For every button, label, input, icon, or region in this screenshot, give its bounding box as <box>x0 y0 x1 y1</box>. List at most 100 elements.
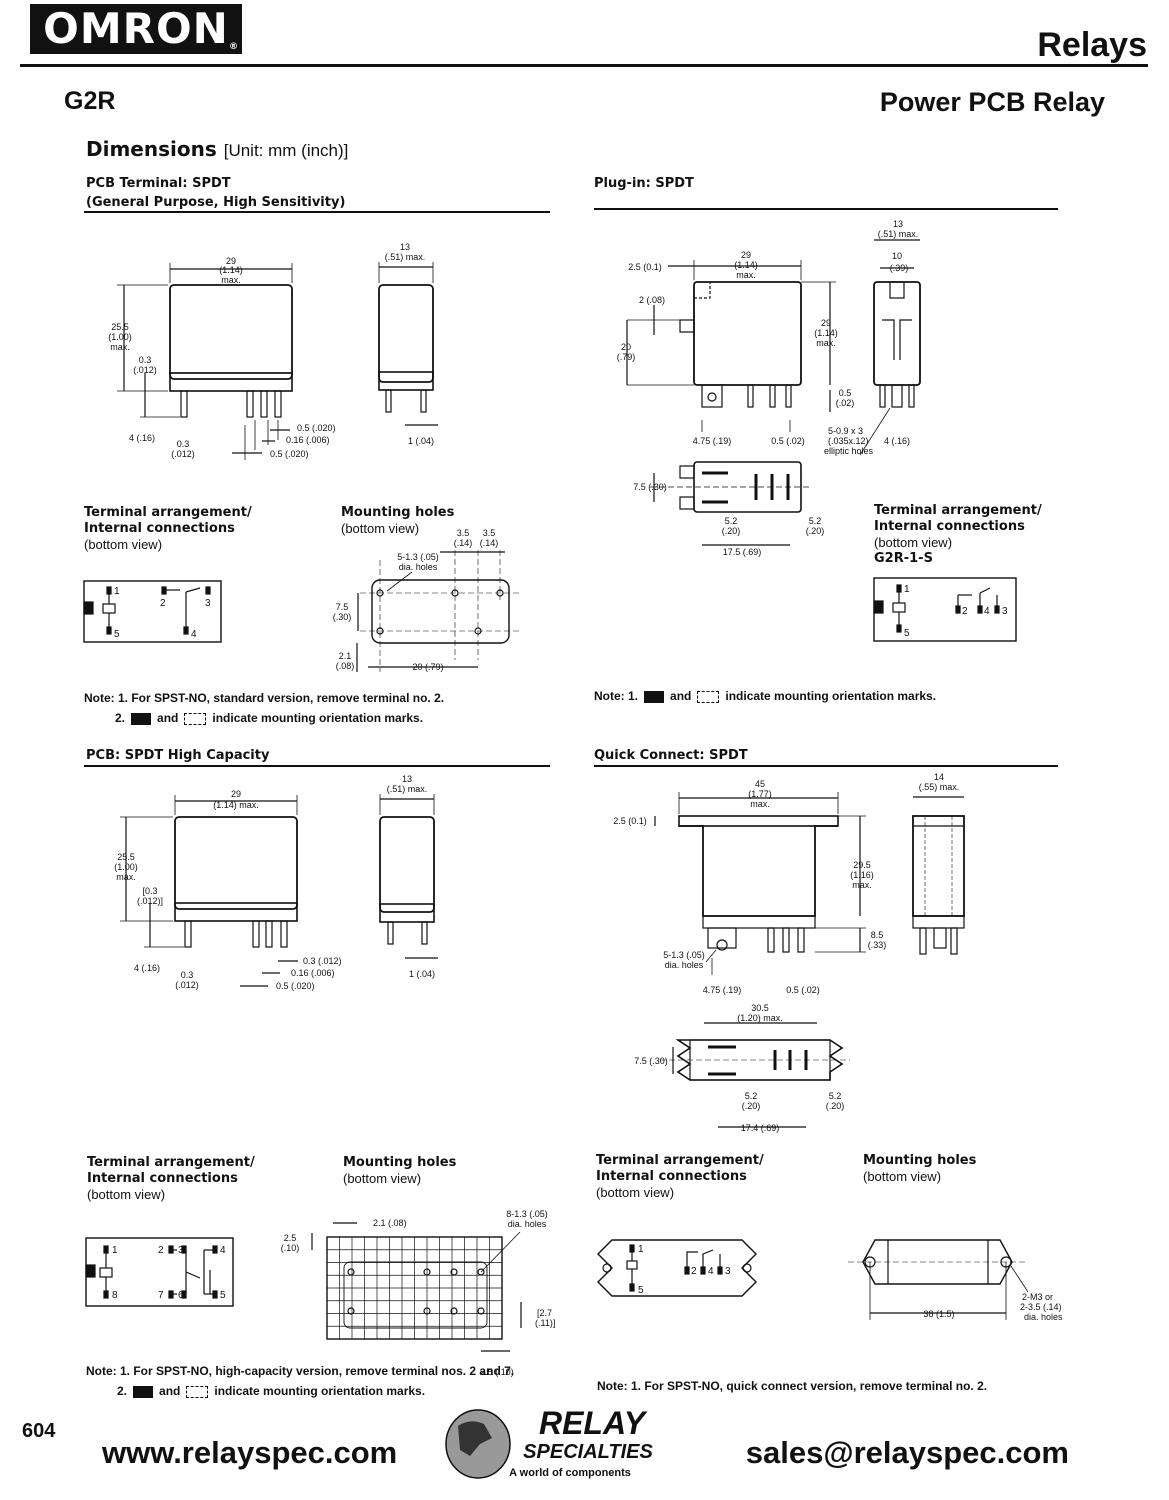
svg-text:4.75 (.19): 4.75 (.19) <box>693 436 732 446</box>
svg-text:(1.14): (1.14) <box>219 265 243 275</box>
svg-text:5-0.9 x 3: 5-0.9 x 3 <box>828 426 863 436</box>
svg-text:(1.14) max.: (1.14) max. <box>213 800 259 810</box>
solid-orientation-mark <box>131 712 152 725</box>
terminal-diagram-2-labels: 1 5 2 4 3 <box>904 584 1008 639</box>
mounting-holes-4-labels: 38 (1.5) 2-M3 or 2-3.5 (.14) dia. holes <box>923 1292 1063 1322</box>
svg-text:0.3 (.012): 0.3 (.012) <box>303 956 342 966</box>
svg-text:1: 1 <box>904 584 910 595</box>
svg-text:(.012): (.012) <box>171 449 195 459</box>
svg-text:2.5: 2.5 <box>284 1233 297 1243</box>
svg-text:4 (.16): 4 (.16) <box>884 436 910 446</box>
svg-text:13: 13 <box>402 774 412 784</box>
svg-text:(.11)]: (.11)] <box>535 1318 555 1328</box>
svg-text:29: 29 <box>231 789 241 799</box>
note-qc: Note: 1. For SPST-NO, quick connect vers… <box>597 1379 988 1393</box>
svg-text:2.5 (.10): 2.5 (.10) <box>480 1367 514 1377</box>
svg-text:max.: max. <box>816 338 836 348</box>
svg-text:4: 4 <box>191 629 197 640</box>
svg-text:1: 1 <box>114 586 120 597</box>
svg-text:10: 10 <box>892 251 902 261</box>
pcb-hc-front-labels: 29 (1.14) max. 25.5 (1.00) max. [0.3 (.0… <box>114 789 341 991</box>
svg-text:2: 2 <box>691 1266 697 1277</box>
svg-text:dia. holes: dia. holes <box>508 1219 547 1229</box>
product-name: Power PCB Relay <box>879 87 1105 117</box>
svg-text:5.2: 5.2 <box>725 516 738 526</box>
svg-text:max.: max. <box>750 799 770 809</box>
svg-text:6: 6 <box>178 1290 184 1301</box>
svg-text:(.14): (.14) <box>454 538 473 548</box>
svg-text:3: 3 <box>725 1266 731 1277</box>
svg-text:4: 4 <box>984 606 990 617</box>
grid-lines <box>327 1237 502 1339</box>
svg-text:5-1.3 (.05): 5-1.3 (.05) <box>397 552 439 562</box>
qc-front-view <box>654 792 866 975</box>
svg-text:(.79): (.79) <box>617 352 636 362</box>
svg-text:0.3: 0.3 <box>139 355 152 365</box>
svg-text:(.30): (.30) <box>333 612 352 622</box>
svg-text:14: 14 <box>934 772 944 782</box>
svg-text:13: 13 <box>893 219 903 229</box>
note-pcb-spdt: Note: 1. For SPST-NO, standard version, … <box>84 691 445 725</box>
terminal-diagram-4-labels: 1 5 2 4 3 <box>638 1244 731 1296</box>
svg-text:(.39): (.39) <box>890 263 909 273</box>
terminal-diagram-1 <box>83 580 222 643</box>
svg-text:(.51) max.: (.51) max. <box>387 784 428 794</box>
svg-text:0.5 (.020): 0.5 (.020) <box>297 423 336 433</box>
svg-text:20: 20 <box>621 342 631 352</box>
terminal-diagram-4 <box>597 1239 757 1297</box>
svg-text:2.1: 2.1 <box>339 651 352 661</box>
website-url[interactable]: www.relayspec.com <box>102 1435 398 1470</box>
dashed-orientation-mark <box>697 690 720 703</box>
svg-text:2.1 (.08): 2.1 (.08) <box>373 1218 407 1228</box>
subhead-terminal-4: Terminal arrangement/Internal connection… <box>596 1153 764 1200</box>
svg-text:2-3.5 (.14): 2-3.5 (.14) <box>1020 1302 1062 1312</box>
solid-orientation-mark <box>644 690 665 703</box>
svg-text:elliptic holes: elliptic holes <box>824 446 874 456</box>
svg-text:4: 4 <box>708 1266 714 1277</box>
section-rule <box>594 208 1058 210</box>
svg-text:[0.3: [0.3 <box>142 886 157 896</box>
svg-text:1 (.04): 1 (.04) <box>409 969 435 979</box>
svg-text:38 (1.5): 38 (1.5) <box>923 1309 954 1319</box>
page-number: 604 <box>22 1420 56 1442</box>
svg-text:5: 5 <box>220 1290 226 1301</box>
section-title-qc: Quick Connect: SPDT <box>594 748 748 763</box>
svg-text:0.5: 0.5 <box>839 388 852 398</box>
subhead-terminal-1: Terminal arrangement/Internal connection… <box>84 505 252 552</box>
plugin-side-labels: 13 (.51) max. 10 (.39) 4 (.16) 5-0.9 x 3… <box>824 219 918 456</box>
svg-text:max.: max. <box>116 872 136 882</box>
svg-text:29: 29 <box>821 318 831 328</box>
svg-text:29.5: 29.5 <box>853 860 871 870</box>
plugin-front-view <box>626 260 836 432</box>
svg-text:(1.14): (1.14) <box>814 328 838 338</box>
header-divider <box>20 64 1148 67</box>
svg-text:(.20): (.20) <box>722 526 741 536</box>
svg-text:(1.14): (1.14) <box>734 260 758 270</box>
svg-text:2.5 (0.1): 2.5 (0.1) <box>613 816 647 826</box>
svg-text:0.5 (.02): 0.5 (.02) <box>771 436 805 446</box>
svg-text:1 (.04): 1 (.04) <box>408 436 434 446</box>
section-title-pcb-hc: PCB: SPDT High Capacity <box>86 748 270 763</box>
svg-text:3.5: 3.5 <box>457 528 470 538</box>
svg-text:17.4 (.69): 17.4 (.69) <box>741 1123 780 1133</box>
plugin-side-view <box>859 239 921 456</box>
svg-text:20 (.79): 20 (.79) <box>412 662 443 672</box>
mounting-holes-4 <box>848 1239 1029 1320</box>
subhead-mounting-4: Mounting holes(bottom view) <box>863 1153 977 1184</box>
note-pcb-hc: Note: 1. For SPST-NO, high-capacity vers… <box>86 1364 515 1398</box>
svg-text:(.02): (.02) <box>836 398 855 408</box>
terminal-diagram-1-labels: 1 5 2 3 4 <box>114 586 211 640</box>
svg-text:(.51) max.: (.51) max. <box>385 252 426 262</box>
subhead-mounting-1: Mounting holes(bottom view) <box>341 505 455 536</box>
svg-text:(.51) max.: (.51) max. <box>878 229 919 239</box>
svg-text:3: 3 <box>178 1245 184 1256</box>
qc-side-view <box>912 796 965 955</box>
pcb-spdt-front-labels: 29 (1.14) max. 25.5 (1.00) max. 0.3 (.01… <box>108 256 335 459</box>
pcb-spdt-side-view <box>378 262 438 426</box>
email-address[interactable]: sales@relayspec.com <box>745 1435 1069 1470</box>
svg-text:RELAY: RELAY <box>539 1405 648 1441</box>
svg-text:(.012)]: (.012)] <box>137 896 163 906</box>
svg-text:8.5: 8.5 <box>871 930 884 940</box>
svg-text:(.012): (.012) <box>133 365 157 375</box>
